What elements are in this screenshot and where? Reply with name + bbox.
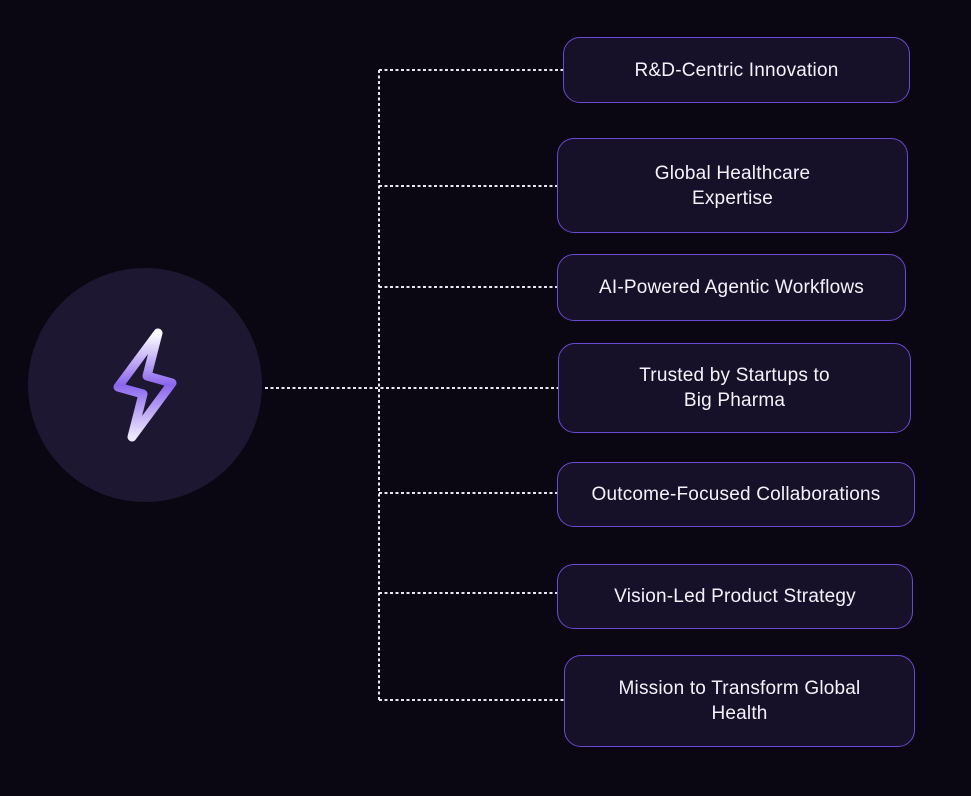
node-rd-centric-innovation[interactable]: R&D-Centric Innovation [563,37,910,103]
node-label: R&D-Centric Innovation [634,59,839,81]
node-mission-to-transform-global-health[interactable]: Mission to Transform Global Health [564,655,915,747]
node-trusted-by-startups-to-big-pharma[interactable]: Trusted by Startups to Big Pharma [558,343,911,433]
node-label: Trusted by Startups to Big Pharma [639,365,830,411]
node-label: Outcome-Focused Collaborations [591,484,881,505]
node-ai-powered-agentic-workflows[interactable]: AI-Powered Agentic Workflows [557,254,906,321]
node-label: Mission to Transform Global Health [618,678,861,724]
node-label: AI-Powered Agentic Workflows [598,277,865,298]
node-vision-led-product-strategy[interactable]: Vision-Led Product Strategy [557,564,913,629]
node-outcome-focused-collaborations[interactable]: Outcome-Focused Collaborations [557,462,915,527]
node-label: Global Healthcare Expertise [654,162,811,209]
hub-node[interactable] [28,268,262,502]
node-global-healthcare-expertise[interactable]: Global Healthcare Expertise [557,138,908,233]
node-label: Vision-Led Product Strategy [614,586,856,607]
lightning-bolt-icon [113,328,177,442]
